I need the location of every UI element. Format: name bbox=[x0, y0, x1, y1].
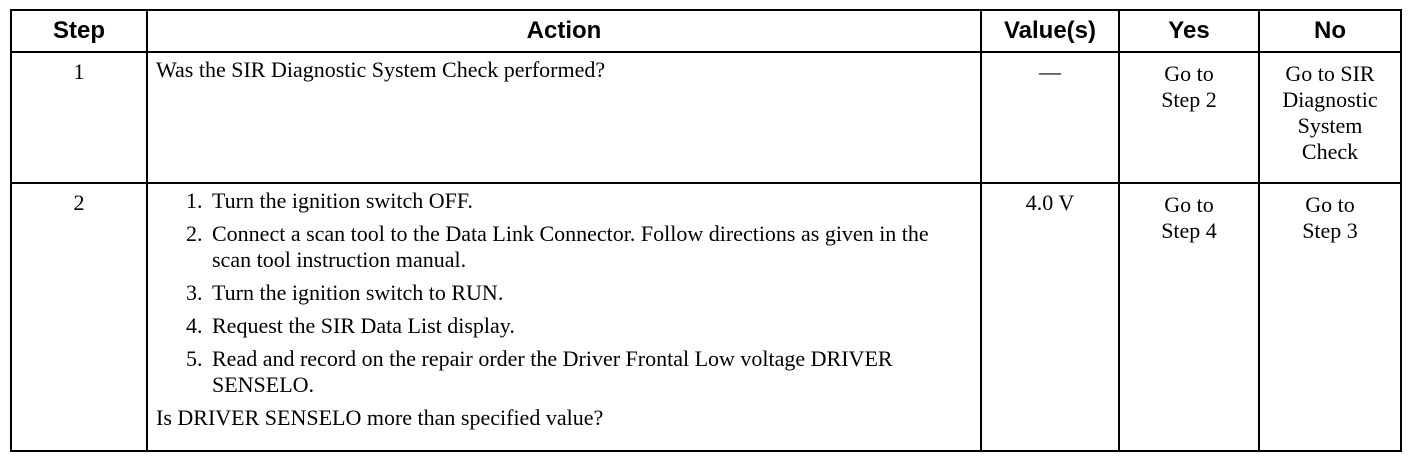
table-row: 1 Was the SIR Diagnostic System Check pe… bbox=[10, 51, 1402, 184]
header-no: No bbox=[1258, 9, 1402, 53]
no-line: Go to bbox=[1305, 192, 1355, 217]
item-number: 1. bbox=[186, 188, 203, 213]
action-text: Was the SIR Diagnostic System Check perf… bbox=[146, 51, 982, 184]
header-values: Value(s) bbox=[980, 9, 1120, 53]
item-text: Read and record on the repair order the … bbox=[212, 346, 893, 397]
yes-line: Go to bbox=[1164, 192, 1214, 217]
step-number: 1 bbox=[10, 51, 148, 184]
item-number: 2. bbox=[186, 221, 203, 246]
yes-line: Go to bbox=[1164, 61, 1214, 86]
diagnostic-table: Step Action Value(s) Yes No 1 Was the SI… bbox=[10, 9, 1402, 452]
header-action: Action bbox=[146, 9, 982, 53]
header-step: Step bbox=[10, 9, 148, 53]
header-row: Step Action Value(s) Yes No bbox=[10, 9, 1402, 53]
action-item: 5. Read and record on the repair order th… bbox=[186, 346, 972, 398]
action-cell: 1. Turn the ignition switch OFF. 2. Connec… bbox=[146, 182, 982, 452]
action-question: Is DRIVER SENSELO more than specified va… bbox=[156, 405, 604, 430]
no-line: System bbox=[1297, 113, 1363, 138]
item-number: 5. bbox=[186, 346, 203, 371]
item-text: Turn the ignition switch OFF. bbox=[212, 188, 473, 213]
no-line: Go to SIR bbox=[1285, 61, 1375, 86]
item-text: Connect a scan tool to the Data Link Con… bbox=[212, 221, 929, 272]
action-item: 2. Connect a scan tool to the Data Link C… bbox=[186, 221, 972, 273]
action-item: 3. Turn the ignition switch to RUN. bbox=[186, 280, 972, 306]
action-item: 4. Request the SIR Data List display. bbox=[186, 313, 972, 339]
header-yes: Yes bbox=[1118, 9, 1260, 53]
yes-line: Step 2 bbox=[1161, 87, 1217, 112]
action-list: 1. Turn the ignition switch OFF. 2. Connec… bbox=[156, 188, 972, 398]
yes-cell: Go to Step 2 bbox=[1118, 51, 1260, 184]
action-item: 1. Turn the ignition switch OFF. bbox=[186, 188, 972, 214]
no-line: Check bbox=[1301, 139, 1359, 164]
yes-cell: Go to Step 4 bbox=[1118, 182, 1260, 452]
item-number: 3. bbox=[186, 280, 203, 305]
item-number: 4. bbox=[186, 313, 203, 338]
no-line: Diagnostic bbox=[1282, 87, 1378, 112]
item-text: Request the SIR Data List display. bbox=[212, 313, 515, 338]
value-cell: 4.0 V bbox=[980, 182, 1120, 452]
no-cell: Go to SIR Diagnostic System Check bbox=[1258, 51, 1402, 184]
no-line: Step 3 bbox=[1302, 218, 1358, 243]
table-row: 2 1. Turn the ignition switch OFF. 2. Conn… bbox=[10, 182, 1402, 452]
item-text: Turn the ignition switch to RUN. bbox=[212, 280, 504, 305]
step-number: 2 bbox=[10, 182, 148, 452]
value-cell: — bbox=[980, 51, 1120, 184]
no-cell: Go to Step 3 bbox=[1258, 182, 1402, 452]
yes-line: Step 4 bbox=[1161, 218, 1217, 243]
